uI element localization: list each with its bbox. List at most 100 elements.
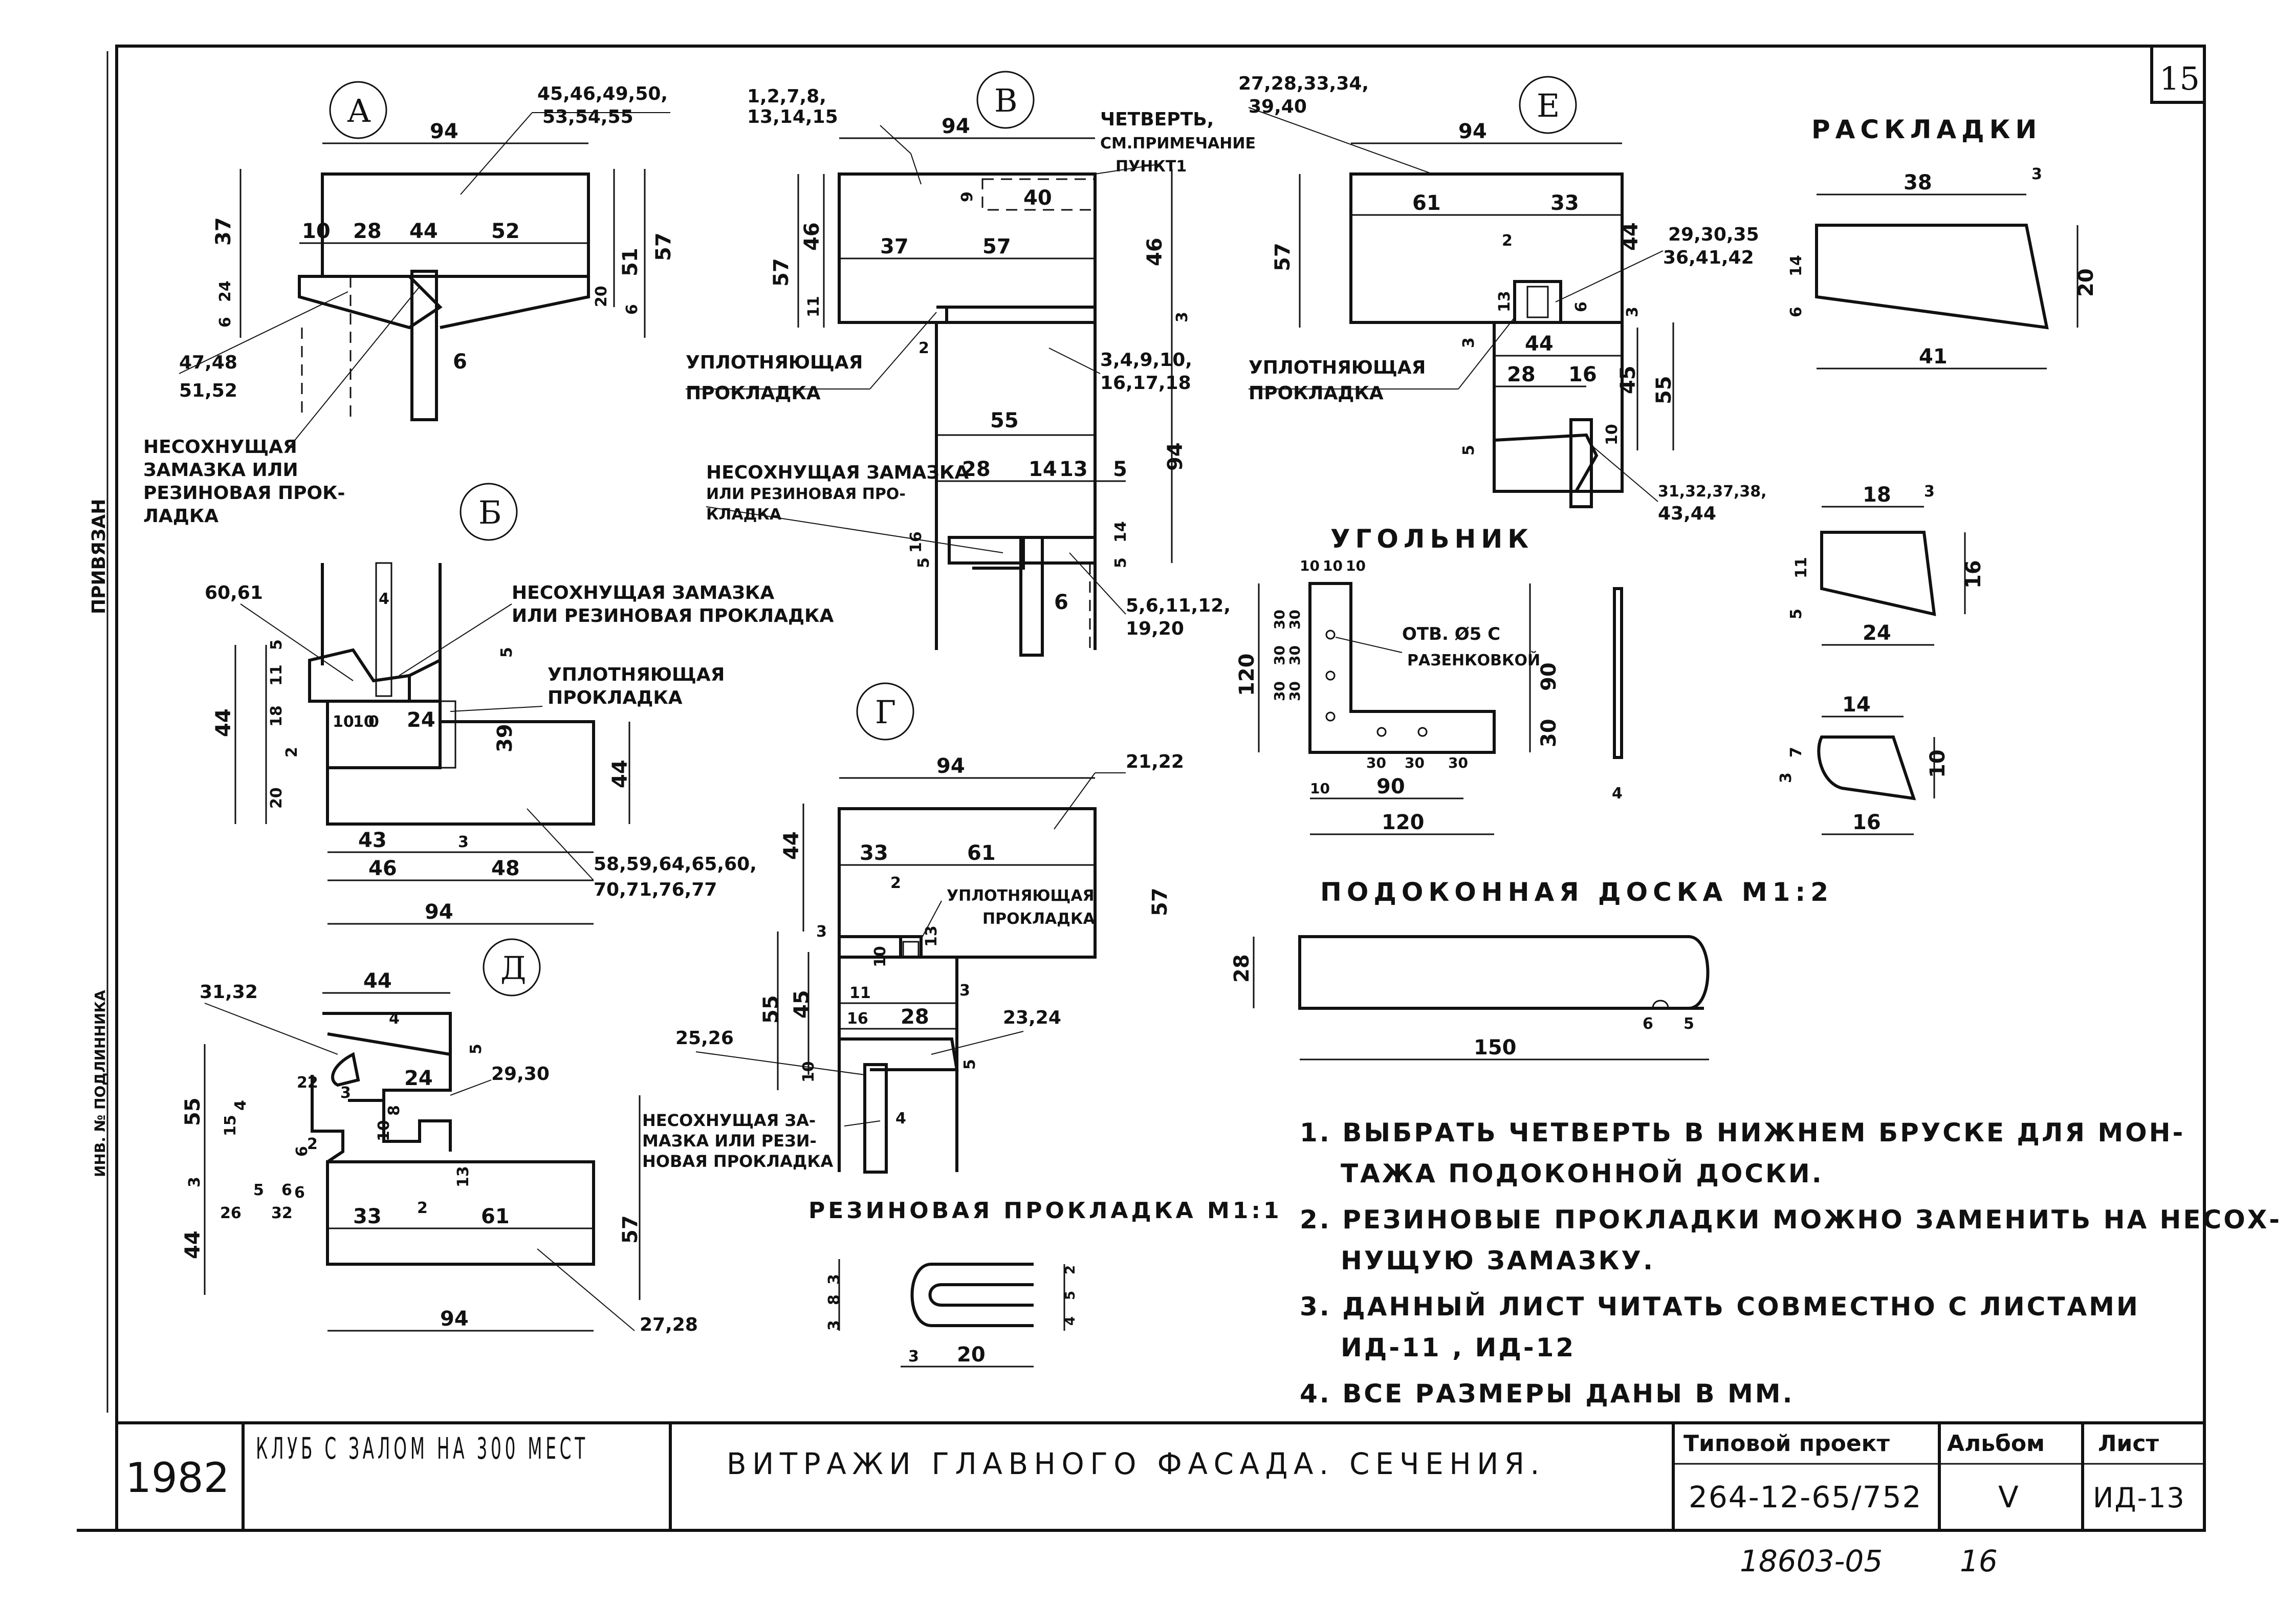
section-b: В 94 57 46 11 9 40 37 57 46 3 2 55 94 28… (747, 71, 1256, 657)
svg-text:4: 4 (232, 1100, 250, 1111)
svg-text:57: 57 (619, 1215, 642, 1244)
svg-text:5: 5 (961, 1059, 979, 1070)
label-seal-b: УПЛОТНЯЮЩАЯ ПРОКЛАДКА (686, 312, 937, 404)
svg-text:44: 44 (181, 1230, 205, 1259)
svg-text:3. ДАННЫЙ ЛИСТ ЧИТАТЬ СОВМЕСТН: 3. ДАННЫЙ ЛИСТ ЧИТАТЬ СОВМЕСТНО С ЛИСТАМ… (1300, 1291, 2140, 1322)
drawing-title: ВИТРАЖИ ГЛАВНОГО ФАСАДА. СЕЧЕНИЯ. (727, 1446, 1545, 1481)
svg-text:32: 32 (271, 1204, 293, 1222)
svg-text:37: 37 (212, 217, 235, 246)
svg-text:2: 2 (307, 1135, 318, 1153)
svg-text:120: 120 (1382, 811, 1425, 834)
svg-text:30: 30 (1286, 681, 1303, 701)
svg-text:24: 24 (216, 280, 234, 302)
svg-text:ПОДОКОННАЯ ДОСКА М1:2: ПОДОКОННАЯ ДОСКА М1:2 (1320, 877, 1833, 907)
section-mark-a: А (347, 92, 371, 129)
svg-text:10: 10 (1310, 780, 1330, 797)
svg-text:57: 57 (770, 258, 793, 287)
svg-text:РАЗЕНКОВКОЙ: РАЗЕНКОВКОЙ (1407, 651, 1540, 669)
svg-text:ПРОКЛАДКА: ПРОКЛАДКА (982, 910, 1095, 928)
handwritten-page: 16 (1960, 1544, 1998, 1578)
svg-text:48: 48 (491, 857, 520, 880)
svg-text:27,28,33,34,: 27,28,33,34, (1238, 73, 1369, 94)
svg-text:4: 4 (1063, 1316, 1078, 1326)
svg-text:8: 8 (825, 1294, 843, 1305)
svg-text:44: 44 (1525, 332, 1554, 356)
svg-text:43: 43 (358, 829, 387, 852)
svg-text:46: 46 (800, 222, 824, 251)
svg-text:УПЛОТНЯЮЩАЯ: УПЛОТНЯЮЩАЯ (548, 664, 725, 685)
svg-text:5: 5 (1787, 609, 1805, 619)
svg-text:28: 28 (1230, 954, 1254, 983)
svg-text:6: 6 (1643, 1015, 1653, 1033)
svg-text:11: 11 (805, 296, 823, 317)
label-putty-bb: НЕСОХНУЩАЯ ЗАМАЗКА ИЛИ РЕЗИНОВАЯ ПРОКЛАД… (399, 582, 834, 676)
svg-text:11: 11 (268, 664, 286, 686)
svg-text:4: 4 (1612, 785, 1623, 803)
label-seal-g: УПЛОТНЯЮЩАЯ ПРОКЛАДКА (921, 887, 1095, 940)
svg-text:57: 57 (652, 232, 675, 261)
project-header: Типовой проект (1683, 1431, 1890, 1457)
svg-text:57: 57 (1271, 243, 1295, 271)
svg-text:10: 10 (1300, 557, 1320, 574)
svg-text:18: 18 (268, 705, 286, 727)
svg-text:27,28: 27,28 (640, 1314, 698, 1335)
svg-text:90: 90 (1537, 662, 1561, 691)
svg-text:44: 44 (780, 831, 803, 860)
svg-text:КЛАДКА: КЛАДКА (706, 506, 782, 524)
svg-text:57: 57 (982, 235, 1011, 258)
svg-text:30: 30 (1286, 645, 1303, 665)
svg-text:2: 2 (919, 339, 929, 357)
general-notes: 1. ВЫБРАТЬ ЧЕТВЕРТЬ В НИЖНЕМ БРУСКЕ ДЛЯ … (1300, 1118, 2280, 1409)
svg-text:5: 5 (1063, 1291, 1078, 1300)
svg-text:16: 16 (1568, 363, 1597, 386)
svg-text:5: 5 (915, 557, 933, 568)
svg-text:24: 24 (1863, 621, 1891, 645)
album-header: Альбом (1947, 1431, 2045, 1457)
svg-text:10: 10 (375, 1120, 393, 1141)
corner-bracket: УГОЛЬНИК 10 10 10 30 30 30 120 30 30 30 … (1235, 524, 1623, 835)
svg-text:НЕСОХНУЩАЯ: НЕСОХНУЩАЯ (143, 437, 297, 458)
label-putty-b: НЕСОХНУЩАЯ ЗАМАЗКА ИЛИ РЕЗИНОВАЯ ПРО- КЛ… (706, 462, 1003, 553)
svg-text:25,26: 25,26 (675, 1028, 734, 1049)
svg-text:28: 28 (962, 458, 991, 481)
svg-text:21,22: 21,22 (1126, 751, 1184, 772)
svg-text:3: 3 (1624, 307, 1642, 317)
svg-text:44: 44 (1619, 222, 1643, 251)
svg-text:4. ВСЕ РАЗМЕРЫ ДАНЫ В ММ.: 4. ВСЕ РАЗМЕРЫ ДАНЫ В ММ. (1300, 1379, 1795, 1409)
svg-text:36,41,42: 36,41,42 (1663, 247, 1754, 268)
layouts: РАСКЛАДКИ 38 3 14 6 20 41 18 3 5 11 16 2… (1777, 115, 2098, 835)
svg-text:5: 5 (1112, 557, 1130, 568)
svg-text:ИЛИ РЕЗИНОВАЯ ПРОКЛАДКА: ИЛИ РЕЗИНОВАЯ ПРОКЛАДКА (512, 605, 834, 626)
svg-text:61: 61 (481, 1205, 510, 1228)
svg-text:3: 3 (1173, 312, 1191, 322)
svg-text:55: 55 (759, 995, 783, 1024)
svg-text:Г: Г (875, 694, 896, 731)
svg-text:1. ВЫБРАТЬ ЧЕТВЕРТЬ В НИЖНЕМ Б: 1. ВЫБРАТЬ ЧЕТВЕРТЬ В НИЖНЕМ БРУСКЕ ДЛЯ … (1300, 1118, 2185, 1148)
svg-text:16,17,18: 16,17,18 (1100, 373, 1191, 394)
svg-text:51,52: 51,52 (179, 380, 237, 401)
svg-text:30: 30 (1271, 645, 1288, 665)
svg-text:14: 14 (1787, 255, 1805, 276)
svg-text:94: 94 (430, 120, 458, 143)
svg-text:5: 5 (1683, 1015, 1694, 1033)
svg-text:30: 30 (1537, 719, 1561, 747)
svg-text:19,20: 19,20 (1126, 618, 1184, 639)
svg-text:70,71,76,77: 70,71,76,77 (594, 879, 717, 900)
svg-text:16: 16 (1852, 811, 1881, 834)
svg-text:5: 5 (268, 639, 286, 650)
svg-text:УПЛОТНЯЮЩАЯ: УПЛОТНЯЮЩАЯ (947, 887, 1095, 905)
svg-text:ОТВ. Ø5 С: ОТВ. Ø5 С (1402, 624, 1500, 644)
svg-text:4: 4 (895, 1110, 906, 1128)
svg-text:2: 2 (417, 1199, 428, 1217)
svg-text:10: 10 (1323, 557, 1343, 574)
svg-text:33: 33 (1550, 191, 1579, 215)
svg-text:ПРОКЛАДКА: ПРОКЛАДКА (1249, 383, 1384, 404)
svg-text:3,4,9,10,: 3,4,9,10, (1100, 350, 1192, 371)
svg-text:44: 44 (608, 760, 632, 788)
svg-text:45: 45 (790, 990, 814, 1019)
svg-text:37: 37 (880, 235, 909, 258)
svg-text:4: 4 (379, 590, 389, 608)
svg-text:10: 10 (353, 713, 375, 731)
svg-text:39,40: 39,40 (1249, 96, 1307, 117)
svg-text:3: 3 (816, 923, 827, 941)
